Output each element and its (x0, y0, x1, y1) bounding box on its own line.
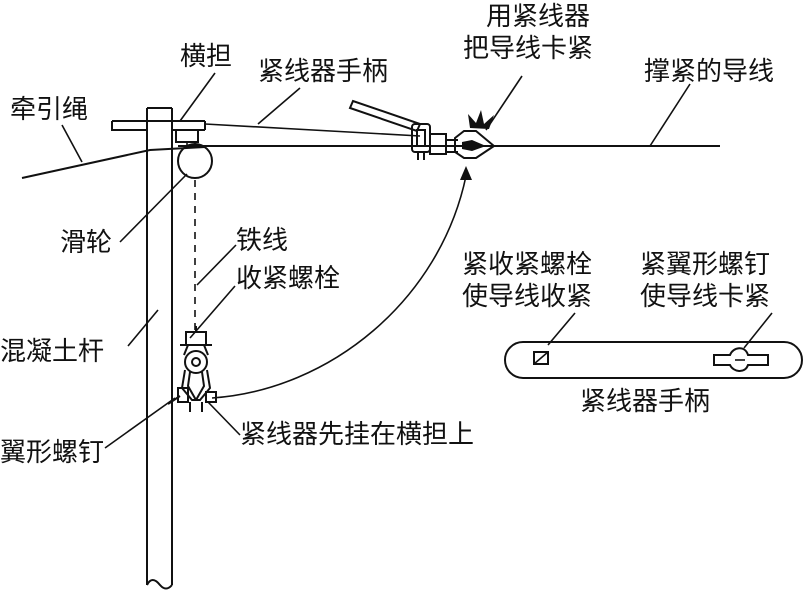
leader-pulley (119, 173, 188, 243)
label-tightener-handle: 紧线器手柄 (258, 57, 389, 87)
label-crossarm: 横担 (180, 42, 233, 72)
label-iron-wire: 铁线 (236, 226, 289, 256)
leader-pull-rope (61, 124, 83, 163)
arrow-head-icon (460, 166, 472, 180)
tension-line (204, 123, 421, 137)
handle-detail (504, 341, 803, 379)
label-tighten-bolt: 收紧螺栓 (236, 264, 341, 294)
concrete-pole (146, 107, 173, 590)
leader-iron-wire (196, 244, 237, 286)
crossarm (111, 120, 206, 143)
label-bolt-note-1: 紧收紧螺栓 (462, 250, 593, 280)
pull-rope (21, 146, 206, 179)
label-screw-note-2: 使导线卡紧 (640, 282, 771, 312)
label-concrete-pole: 混凝土杆 (0, 337, 105, 367)
tightener-handle-upper (348, 99, 422, 133)
leader-crossarm (179, 72, 216, 122)
label-clamp-wire: 把导线卡紧 (463, 34, 594, 64)
label-bolt-note-2: 使导线收紧 (462, 282, 593, 312)
label-hang-first: 紧线器先挂在横担上 (240, 420, 475, 450)
leader-concrete-pole (127, 309, 159, 347)
clamp-burst-icon (468, 110, 494, 129)
leader-hang-first (207, 401, 241, 436)
label-handle-caption: 紧线器手柄 (580, 387, 711, 417)
label-wing-screw: 翼形螺钉 (0, 438, 105, 468)
label-screw-note-1: 紧翼形螺钉 (640, 250, 771, 280)
leader-clamp (485, 75, 523, 131)
wire-clamp (454, 130, 496, 159)
tightener-hanging (167, 326, 217, 412)
label-pulley: 滑轮 (60, 228, 113, 258)
tightener-body (411, 123, 458, 160)
transfer-arrow (211, 175, 467, 399)
leader-bolt-note (547, 312, 576, 346)
leader-tighten-bolt (189, 285, 236, 339)
leader-tightened-wire (649, 83, 691, 147)
leader-handle (257, 87, 301, 125)
label-pull-rope: 牵引绳 (10, 95, 89, 125)
leader-wing-screw (104, 397, 176, 449)
leader-screw-note (743, 312, 773, 349)
label-tightened-wire: 撑紧的导线 (644, 57, 775, 87)
label-use-tightener: 用紧线器 (486, 2, 591, 32)
